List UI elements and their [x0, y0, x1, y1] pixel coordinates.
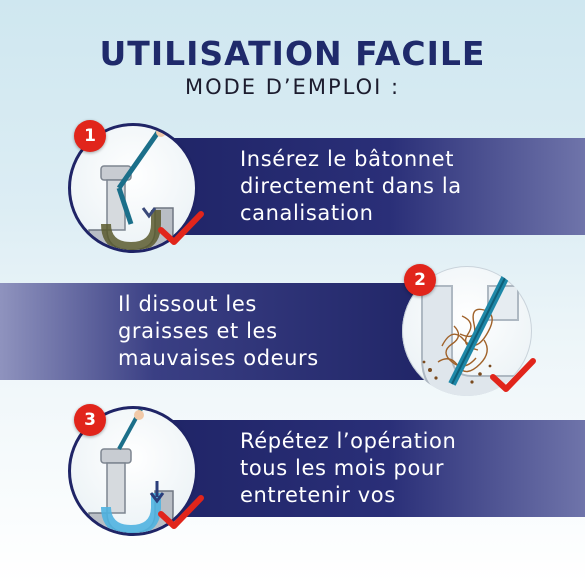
step-3-badge: 3	[74, 404, 106, 436]
step-1-line-1: Insérez le bâtonnet	[240, 147, 455, 171]
step-2-line-1: Il dissout les	[118, 292, 257, 316]
step-1-line-3: canalisation	[240, 201, 374, 225]
step-2-band: Il dissout les graisses et les mauvaises…	[0, 283, 440, 380]
page-title: UTILISATION FACILE	[99, 34, 486, 73]
step-2-badge: 2	[404, 264, 436, 296]
step-1-badge: 1	[74, 120, 106, 152]
step-3-band: Répétez l’opération tous les mois pour e…	[150, 420, 585, 517]
step-1-band: Insérez le bâtonnet directement dans la …	[150, 138, 585, 235]
step-2-check-icon	[490, 358, 536, 392]
step-3-check-icon	[158, 495, 204, 529]
step-1-check-icon	[158, 211, 204, 245]
page-subtitle: MODE D’EMPLOI :	[184, 75, 401, 99]
step-1-line-2: directement dans la	[240, 174, 462, 198]
step-2-line-2: graisses et les	[118, 319, 278, 343]
step-3-line-2: tous les mois pour	[240, 456, 445, 480]
step-2-line-3: mauvaises odeurs	[118, 346, 319, 370]
step-3-line-3: entretenir vos	[240, 483, 396, 507]
step-3-line-1: Répétez l’opération	[240, 429, 457, 453]
